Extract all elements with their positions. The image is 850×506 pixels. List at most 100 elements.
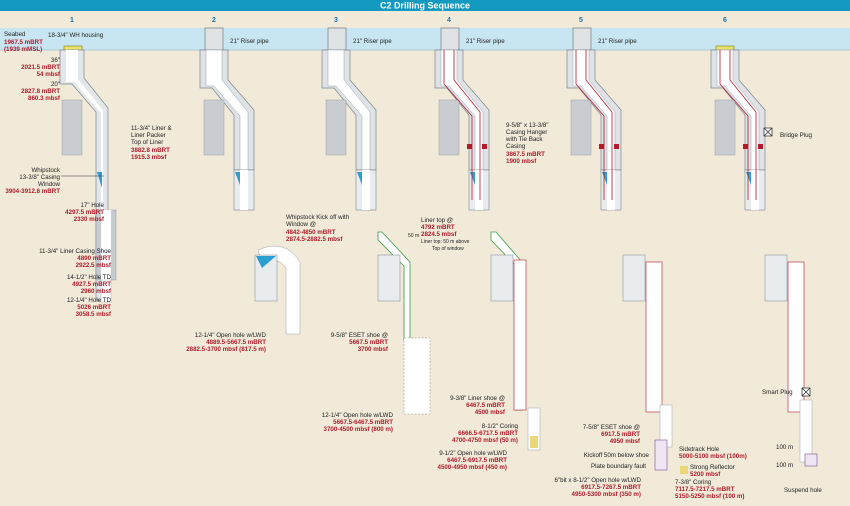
- step6-red-line-right: [729, 50, 757, 200]
- eset-758-depth-1: 6917.5 mBRT: [601, 431, 640, 438]
- riser-pipes: [204, 27, 592, 51]
- title-bar: [0, 0, 850, 11]
- open-hole-2-label: 12-1/4" Open hole w/LWD: [322, 412, 394, 419]
- step5-whipstock: [602, 172, 607, 185]
- riser-label-5: 21" Riser pipe: [598, 38, 637, 45]
- coring-738-depth-2: 5150-5250 mbsf (100 m): [675, 493, 744, 500]
- step6-suspend: [804, 453, 818, 467]
- open-hole-3-depth-1: 6467.5-6917.5 mBRT: [447, 457, 507, 464]
- step6-cement-upper: [714, 99, 736, 156]
- bridge-plug-cross-icon: [763, 127, 773, 137]
- step-number-1: 1: [70, 17, 74, 24]
- step5-red-line-left: [575, 50, 605, 200]
- hanger-label-2: Casing Hanger: [506, 129, 547, 136]
- kickoff-depth-2: 2874.5-2882.5 mbsf: [286, 236, 343, 243]
- step1-bore: [66, 50, 103, 300]
- coring-812-depth-2: 4700-4750 mbsf (50 m): [452, 437, 518, 444]
- casing-20-depth-1: 2827.8 mBRT: [21, 88, 60, 95]
- step4-whipstock: [470, 172, 475, 185]
- step4-hanger-right: [482, 144, 487, 149]
- step4-inner-casing: [513, 259, 527, 411]
- open-hole-1-label: 12-1/4" Open hole w/LWD: [195, 332, 267, 339]
- eset-958-depth-2: 3700 mbsf: [358, 346, 389, 353]
- wh-housing-label: 18-3/4" WH housing: [48, 32, 104, 39]
- hole-td-1412-label: 14-1/2" Hole TD: [67, 274, 112, 281]
- coring-812-depth-1: 6666.5-6717.5 mBRT: [458, 430, 518, 437]
- seabed-label: Seabed: [4, 31, 26, 38]
- plate-boundary-label: Plate boundary fault: [591, 463, 646, 470]
- kickoff-label-1: Whipstock Kick off with: [286, 214, 350, 221]
- well-bodies: [59, 49, 818, 474]
- step2-cement-upper: [203, 99, 225, 156]
- hundred-m-label-1: 100 m: [776, 444, 793, 451]
- step3-whipstock: [357, 172, 362, 185]
- whipstock-label: Whipstock: [31, 167, 60, 174]
- open-hole-4-depth-1: 6917.5-7267.5 mBRT: [581, 484, 641, 491]
- liner-top-depth-2: 2824.5 mbsf: [421, 231, 457, 238]
- kickoff-depth-1: 4842-4850 mBRT: [286, 229, 336, 236]
- step5-hanger-left: [599, 144, 604, 149]
- casing-window-label-1: 13-3/8" Casing: [19, 174, 60, 181]
- liner-top-label: Liner top @: [421, 217, 453, 224]
- step6-hanger-left: [743, 144, 748, 149]
- hole-17-depth-1: 4297.5 mBRT: [65, 209, 104, 216]
- step6-lower-liner: [799, 399, 813, 463]
- seabed-depth-2: (1939 mMSL): [4, 46, 42, 53]
- step-number-5: 5: [579, 17, 583, 24]
- step-3-labels: 21" Riser pipe Liner top @ 4792 mBRT 282…: [322, 38, 470, 433]
- step-number-6: 6: [723, 17, 727, 24]
- step4-lower-casing: [490, 254, 514, 302]
- coring-738-label: 7-3/8" Coring: [675, 479, 712, 486]
- open-hole-1-depth-1: 4889.5-5667.5 mBRT: [206, 339, 266, 346]
- bridge-plug-label: Bridge Plug: [780, 132, 813, 139]
- eset-958-depth-1: 5667.5 mBRT: [349, 339, 388, 346]
- liner-depth-1: 3882.8 mBRT: [131, 147, 170, 154]
- sidetrack-label: Sidetrack Hole: [679, 446, 720, 453]
- suspend-hole-label: Suspend hole: [784, 487, 822, 494]
- kickoff-50m-label: Kickoff 50m below shoe: [584, 452, 650, 459]
- open-hole-3-label: 9-1/2" Open hole w/LWD: [439, 450, 507, 457]
- liner-shoe-938-depth-1: 6467.5 mBRT: [466, 402, 505, 409]
- hole-td-1214-depth-2: 3058.5 mbsf: [76, 311, 112, 318]
- seabed-depth-1: 1967.5 mBRT: [4, 39, 43, 46]
- step2-whipstock: [235, 172, 240, 185]
- open-hole-4-depth-2: 4950-5300 mbsf (350 m): [572, 491, 641, 498]
- liner-top-depth-1: 4792 mBRT: [421, 224, 455, 231]
- step-2-labels: 21" Riser pipe Whipstock Kick off with W…: [186, 38, 350, 353]
- step-number-4: 4: [447, 17, 451, 24]
- eset-758-depth-2: 4950 mbsf: [610, 438, 641, 445]
- step4-bore-mid: [475, 170, 483, 210]
- step-number-3: 3: [334, 17, 338, 24]
- step3-cement-upper: [325, 99, 347, 156]
- liner-top-note-1: Liner top: 50 m above: [421, 239, 470, 245]
- hanger-depth-1: 3867.5 mBRT: [506, 151, 545, 158]
- kickoff-label-2: Window @: [286, 221, 316, 228]
- step1-cement: [61, 99, 83, 156]
- step4-red-line-right: [453, 50, 481, 200]
- step5-cement-upper: [570, 99, 592, 156]
- casing-36-depth-2: 54 mbsf: [37, 71, 61, 78]
- step5-red-line-right: [585, 50, 613, 200]
- liner-shoe-depth-1: 4890 mBRT: [77, 255, 111, 262]
- smart-plug-cross-icon: [801, 387, 811, 397]
- step2-lower-casing: [254, 254, 278, 302]
- step-number-2: 2: [212, 17, 216, 24]
- step4-hanger-left: [467, 144, 472, 149]
- liner-top-note-2: Top of window: [432, 246, 464, 252]
- liner-depth-2: 1915.3 mbsf: [131, 154, 167, 161]
- riser-label-2: 21" Riser pipe: [230, 38, 269, 45]
- step6-whipstock: [746, 172, 751, 185]
- open-hole-2-depth-1: 5667.5-6467.5 mBRT: [333, 419, 393, 426]
- step5-bore-mid: [607, 170, 615, 210]
- step5-core: [680, 466, 688, 474]
- hole-td-1214-label: 12-1/4" Hole TD: [67, 297, 112, 304]
- hanger-label-4: Casing: [506, 143, 526, 150]
- step4-core: [530, 436, 538, 448]
- step5-lower-casing: [622, 254, 646, 302]
- eset-758-label: 7-5/8" ESET shoe @: [583, 424, 640, 431]
- step6-lower-casing: [764, 254, 788, 302]
- open-hole-1-depth-2: 2882.5-3700 mbsf (817.5 m): [186, 346, 266, 353]
- step2-kickoff-whipstock: [256, 256, 276, 268]
- diagram-title: C2 Drilling Sequence: [380, 1, 470, 11]
